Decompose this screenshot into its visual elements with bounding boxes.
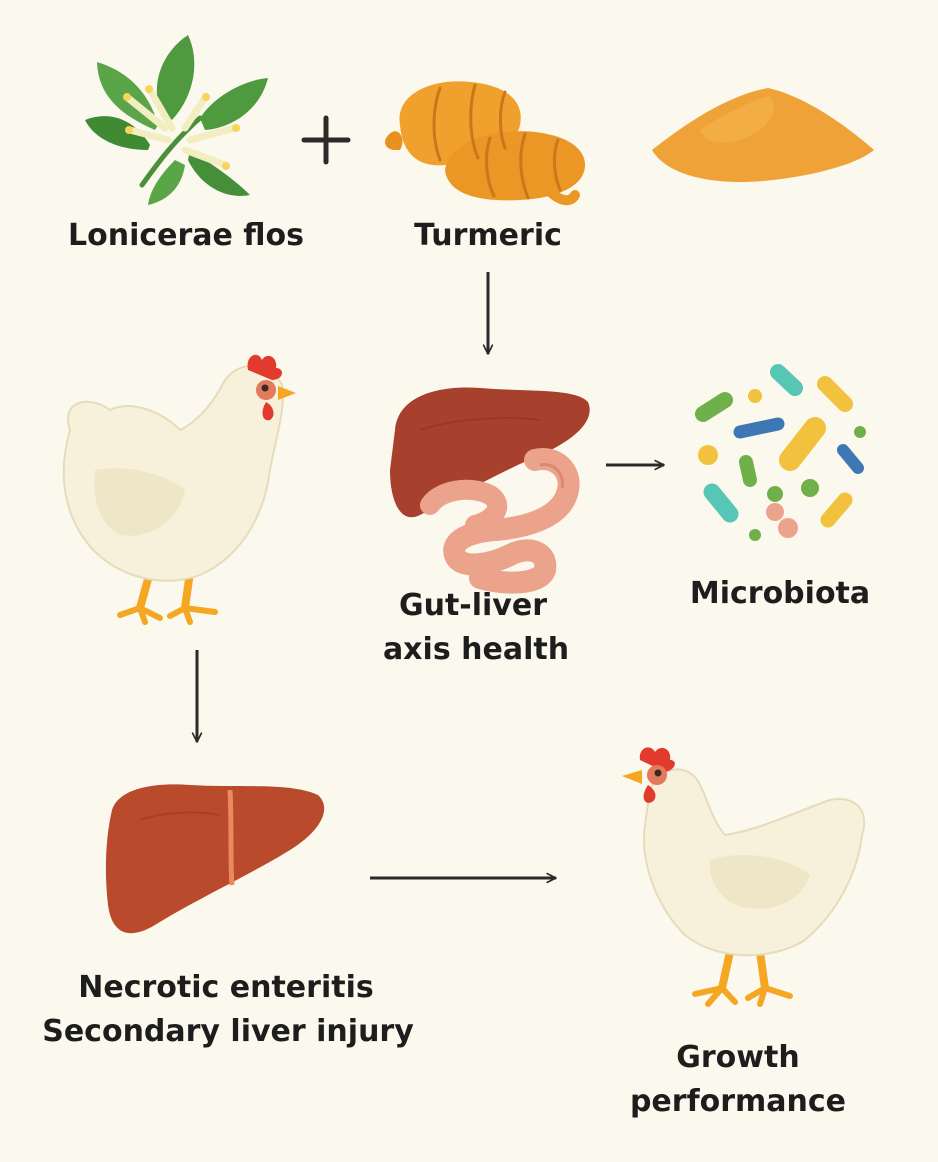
chicken-right-icon bbox=[622, 747, 866, 1007]
necrotic-label-line2: Secondary liver injury bbox=[42, 1014, 414, 1049]
turmeric-label: Turmeric bbox=[414, 218, 562, 253]
chicken-icon bbox=[62, 354, 296, 625]
growth-label-line2: performance bbox=[629, 1084, 847, 1119]
liver-icon bbox=[105, 784, 325, 934]
plus-icon bbox=[301, 115, 351, 165]
liver-intestine-icon bbox=[390, 387, 590, 594]
gut-liver-label-line2: axis health bbox=[382, 632, 570, 667]
lonicerae-label: Lonicerae flos bbox=[67, 218, 305, 253]
growth-label-line1: Growth bbox=[676, 1040, 800, 1075]
lonicerae-flower-icon bbox=[85, 35, 268, 205]
gut-liver-label-line1: Gut-liver bbox=[398, 588, 548, 623]
turmeric-powder-icon bbox=[652, 88, 874, 182]
necrotic-label-line1: Necrotic enteritis bbox=[78, 970, 374, 1005]
turmeric-root-icon bbox=[384, 81, 585, 206]
microbiota-icon bbox=[695, 364, 866, 541]
microbiota-label: Microbiota bbox=[689, 576, 871, 611]
